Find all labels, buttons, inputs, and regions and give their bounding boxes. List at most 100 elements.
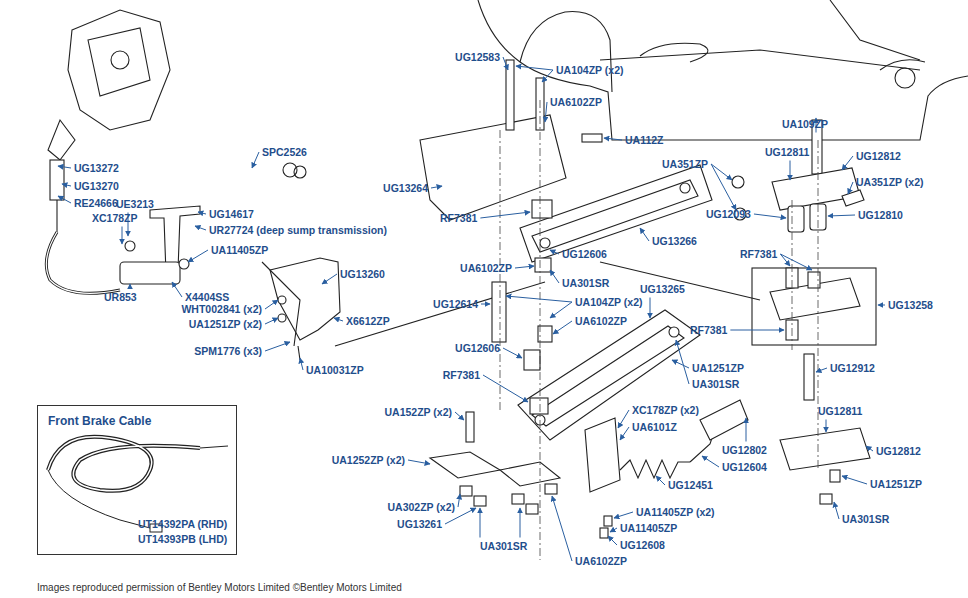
leader-line [550, 302, 572, 318]
part-number: UA104ZP (x2) [556, 64, 624, 77]
part-number: UG12812 [856, 150, 901, 163]
leader-line [130, 284, 131, 289]
part-number: UG12812 [876, 445, 921, 458]
part-number: UT14392PA (RHD) [138, 518, 227, 530]
part-number: UG12811 [765, 146, 809, 159]
leader-line [780, 254, 812, 270]
leader-line [58, 196, 71, 203]
part-number: XC178ZP (x2) [632, 404, 699, 417]
part-number: UA301SR [480, 540, 527, 553]
part-number: UG12811 [818, 405, 862, 418]
leader-line [552, 496, 572, 561]
leader-line [58, 166, 71, 168]
part-number: UG13264 [383, 182, 428, 195]
part-number: XC178ZP [92, 212, 138, 225]
part-number: WHT002841 (x2) [181, 303, 262, 316]
part-number: UA1251ZP [692, 362, 744, 375]
leader-line [828, 215, 855, 216]
leader-line [650, 298, 651, 319]
centre-linkage [420, 60, 712, 514]
leader-line [458, 494, 460, 507]
part-number: UA1251ZP [870, 478, 922, 491]
part-number: UG12608 [620, 539, 665, 552]
part-number: UG12810 [858, 209, 903, 222]
leader-line [614, 512, 633, 518]
leader-line [506, 296, 572, 302]
inset-heading: Front Brake Cable [48, 414, 151, 428]
part-number: UG12093 [706, 208, 751, 221]
part-number: UA11405ZP [211, 244, 268, 257]
part-number: UA109ZP [782, 118, 828, 131]
part-number: UA1251ZP (x2) [189, 318, 262, 331]
part-number: UA6102ZP [460, 262, 512, 275]
leader-line [711, 164, 732, 180]
part-number: UA112Z [625, 134, 664, 147]
part-number: UG14617 [209, 208, 254, 221]
leader-line [711, 164, 736, 210]
part-number: UA11405ZP (x2) [636, 506, 715, 519]
leader-line [252, 152, 259, 168]
leader-line [656, 476, 665, 485]
leader-line [842, 156, 853, 170]
part-number: UE3213 [116, 198, 154, 211]
part-number: UG13270 [74, 180, 119, 193]
leader-line [550, 250, 559, 254]
leader-line [265, 318, 278, 324]
part-number: UG13266 [652, 235, 697, 248]
part-number: X4404SS [185, 291, 229, 304]
part-number: UG13265 [640, 283, 685, 296]
leader-line [481, 304, 490, 305]
part-number: UG13272 [74, 162, 119, 175]
part-number: UG12606 [455, 342, 500, 355]
part-number: RF7381 [443, 369, 480, 382]
leader-line [516, 66, 553, 70]
leader-line [780, 254, 790, 266]
part-number: UA301SR [562, 277, 609, 290]
leader-line [866, 446, 873, 451]
part-number: UA6102ZP [550, 96, 602, 109]
part-number: SPM1776 (x3) [194, 345, 262, 358]
part-number: UA1252ZP (x2) [332, 454, 405, 467]
leader-line [672, 360, 689, 368]
leader-line [842, 476, 867, 484]
part-number: UA6102ZP [575, 555, 627, 568]
leader-line [431, 186, 442, 188]
part-number: UA301SR [692, 378, 739, 391]
leader-line [455, 412, 464, 420]
leader-line [826, 420, 827, 433]
inset-box: Front Brake CableUT14392PA (RHD)UT14393P… [37, 405, 237, 555]
part-number: RF7381 [440, 212, 477, 225]
leader-line [62, 184, 71, 186]
part-number: UA152ZP (x2) [384, 406, 452, 419]
leader-line [550, 270, 559, 283]
leader-line [198, 212, 206, 214]
part-number: RF7381 [740, 248, 777, 261]
leader-line [610, 528, 617, 532]
leader-line [503, 348, 522, 358]
part-number: UA104ZP (x2) [575, 296, 643, 309]
part-number: UG12583 [455, 51, 500, 64]
leader-line [834, 502, 839, 519]
leader-line [878, 305, 885, 306]
part-number: UG12614 [433, 298, 478, 311]
leader-line [816, 368, 827, 372]
part-number: UG13258 [888, 299, 933, 312]
part-number: UA10031ZP [306, 364, 364, 377]
gearbox-mechanism [46, 10, 306, 293]
part-number: UG13261 [397, 518, 442, 531]
leader-line [676, 340, 689, 384]
part-number: UA351ZP [662, 158, 708, 171]
leader-line [300, 358, 303, 370]
part-number: UA6101Z [632, 421, 677, 434]
leader-line [122, 227, 123, 245]
part-number: UA6102ZP [575, 315, 627, 328]
leader-line [746, 418, 747, 442]
part-number: UG12912 [830, 362, 875, 375]
leader-line [172, 282, 182, 297]
part-number: UG12606 [562, 248, 607, 261]
leader-line [702, 456, 719, 467]
centre-lines [500, 100, 818, 560]
leader-line [480, 212, 530, 218]
